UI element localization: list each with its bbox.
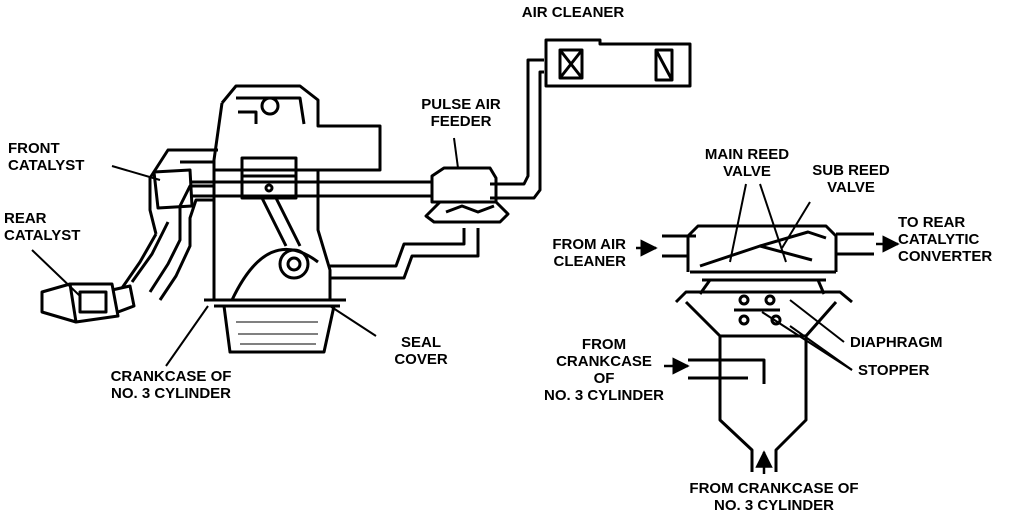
pulse-air-pipes: [190, 58, 544, 280]
pulse-air-feeder-label: PULSE AIR FEEDER: [421, 96, 501, 130]
valve-detail-drawing: [662, 224, 874, 472]
to-rear-catalytic-converter-label: TO REAR CATALYTIC CONVERTER: [898, 214, 993, 265]
leader-lines: [31, 137, 853, 371]
engine-block: [204, 84, 382, 308]
pulse-air-feeder: [424, 166, 510, 224]
front-catalyst-label: FRONT CATALYST: [8, 140, 85, 174]
oil-hatching: [236, 321, 318, 345]
flow-arrows: [636, 235, 900, 474]
from-crankcase-side-label: FROM CRANKCASE OF NO. 3 CYLINDER: [543, 336, 664, 404]
air-cleaner-drawing: [544, 38, 692, 88]
from-air-cleaner-label: FROM AIR CLEANER: [552, 236, 626, 270]
main-reed-valve-label: MAIN REED VALVE: [704, 146, 790, 180]
diaphragm-label: DIAPHRAGM: [850, 334, 943, 351]
oil-pan: [222, 305, 336, 354]
from-crankcase-bottom-label: FROM CRANKCASE OF NO. 3 CYLINDER: [689, 480, 859, 514]
crankcase-label: CRANKCASE OF NO. 3 CYLINDER: [110, 368, 232, 402]
seal-cover-label: SEAL COVER: [394, 334, 448, 368]
air-cleaner-label: AIR CLEANER: [521, 4, 625, 21]
exhaust-pipes: [40, 148, 218, 324]
stopper-label: STOPPER: [858, 362, 930, 379]
sub-reed-valve-label: SUB REED VALVE: [812, 162, 890, 196]
rear-catalyst-label: REAR CATALYST: [4, 210, 81, 244]
